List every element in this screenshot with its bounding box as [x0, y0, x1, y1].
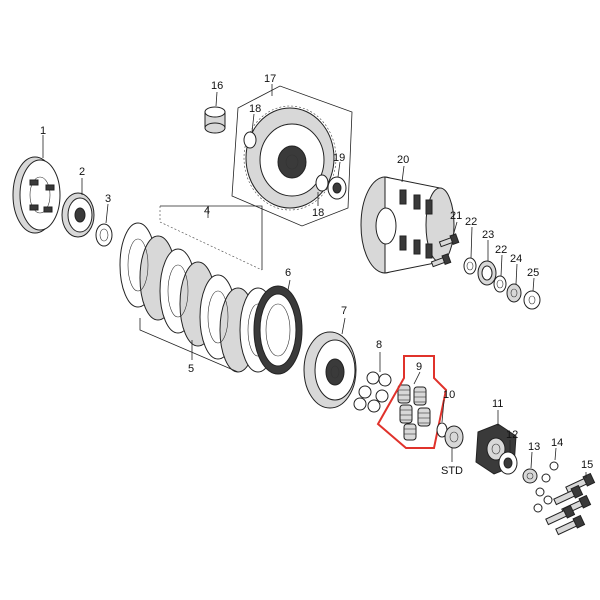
callout-13: 13	[528, 441, 540, 453]
part-12-bearing	[498, 451, 518, 475]
callout-23: 23	[482, 229, 494, 241]
part-25-washer	[523, 290, 541, 310]
part-2-hub	[61, 192, 95, 238]
callout-9: 9	[416, 361, 422, 373]
part-7-clutch-center	[303, 331, 357, 409]
part-3-washer	[95, 223, 113, 247]
callout-2: 2	[79, 166, 85, 178]
callout-25: 25	[527, 267, 539, 279]
callout-5: 5	[188, 363, 194, 375]
part-22-washer-b	[493, 275, 507, 293]
callout-22a: 22	[465, 216, 477, 228]
callout-11: 11	[492, 398, 503, 410]
callout-20: 20	[397, 154, 409, 166]
callout-4: 4	[204, 205, 210, 217]
callout-24: 24	[510, 253, 522, 265]
callout-18a: 18	[249, 103, 261, 115]
part-24-collar	[506, 283, 522, 303]
part-10-lifter	[436, 422, 464, 449]
part-13-collar	[522, 468, 538, 484]
part-9-clutch-springs	[397, 384, 431, 441]
part-1-outer-plate	[12, 156, 61, 234]
callout-10: 10	[443, 389, 455, 401]
callout-8: 8	[376, 339, 382, 351]
part-15-bolts	[545, 472, 596, 536]
part-21-bolts	[430, 233, 460, 268]
part-22-washer-a	[463, 257, 477, 275]
part-18-o-ring-b	[315, 174, 329, 192]
callout-15: 15	[581, 459, 593, 471]
callout-19: 19	[333, 152, 345, 164]
part-19-bearing	[327, 176, 347, 200]
callout-18b: 18	[312, 207, 324, 219]
callout-21: 21	[450, 210, 462, 222]
callout-1: 1	[40, 125, 46, 137]
part-6-pressure-plate	[253, 285, 303, 375]
callout-17: 17	[264, 73, 276, 85]
part-23-bearing	[477, 260, 497, 286]
callout-12: 12	[506, 429, 518, 441]
part-4-5-plate-stack	[119, 222, 277, 373]
part-16-bushing	[204, 106, 226, 134]
callout-14: 14	[551, 437, 563, 449]
callout-3: 3	[105, 193, 111, 205]
part-17-driven-gear	[243, 105, 337, 211]
callout-22b: 22	[495, 244, 507, 256]
highlight-frame	[376, 355, 448, 449]
part-18-o-ring-a	[243, 131, 257, 149]
callout-16: 16	[211, 80, 223, 92]
part-8-spring-seats	[353, 371, 392, 413]
callout-std: STD	[441, 465, 463, 477]
callout-7: 7	[341, 305, 347, 317]
callout-6: 6	[285, 267, 291, 279]
part-14-washers	[533, 461, 559, 513]
